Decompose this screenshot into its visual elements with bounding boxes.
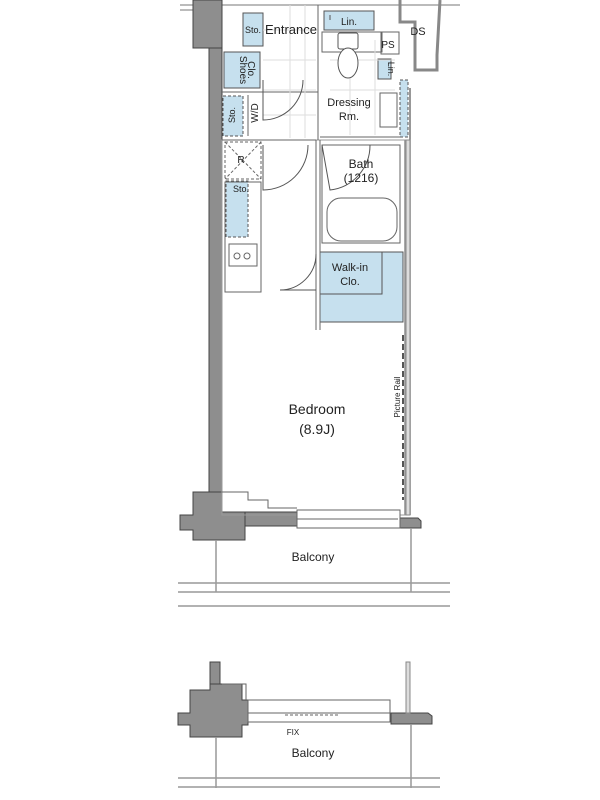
label-linen-side: Lin. — [386, 62, 396, 77]
label-balcony-lower: Balcony — [292, 746, 335, 760]
label-sto-entrance: Sto. — [245, 25, 261, 35]
label-wd: W/D — [250, 103, 261, 122]
label-ps: PS — [381, 40, 395, 51]
label-dressing: Dressing — [327, 97, 370, 109]
balcony-railing — [178, 528, 450, 607]
label-bath: Bath — [349, 157, 374, 171]
toilet-icon — [337, 32, 359, 79]
partitions — [221, 5, 406, 516]
label-sto-kitchen: Sto. — [233, 184, 249, 194]
label-walkin-clo: Clo. — [340, 276, 360, 288]
balcony-railing-lower — [178, 724, 440, 788]
label-linen-top: Lin. — [341, 17, 357, 28]
label-fix: FIX — [287, 728, 300, 737]
label-entrance: Entrance — [265, 22, 317, 37]
ds-shaft — [398, 0, 442, 72]
door-swings — [262, 15, 371, 291]
label-dressing-rm: Rm. — [339, 111, 359, 123]
top-boundary — [180, 4, 460, 11]
label-bedroom-size: (8.9J) — [299, 421, 335, 437]
label-walkin: Walk-in — [332, 262, 368, 274]
label-ds: DS — [410, 26, 425, 38]
bedroom-window — [222, 491, 401, 529]
storage-areas — [222, 10, 409, 323]
label-bath-size: (1216) — [344, 171, 379, 185]
label-r: R — [237, 155, 244, 166]
label-sto-wd: Sto. — [227, 107, 237, 123]
fix-window — [222, 683, 391, 723]
label-shoes-clo: Clo. — [245, 61, 256, 79]
walls-lower — [177, 661, 433, 738]
label-bedroom: Bedroom — [289, 401, 346, 417]
label-balcony: Balcony — [292, 550, 335, 564]
label-shoes: Shoes — [237, 56, 248, 84]
entrance-tiles — [263, 5, 395, 138]
label-picture-rail: Picture Rail — [393, 376, 402, 417]
